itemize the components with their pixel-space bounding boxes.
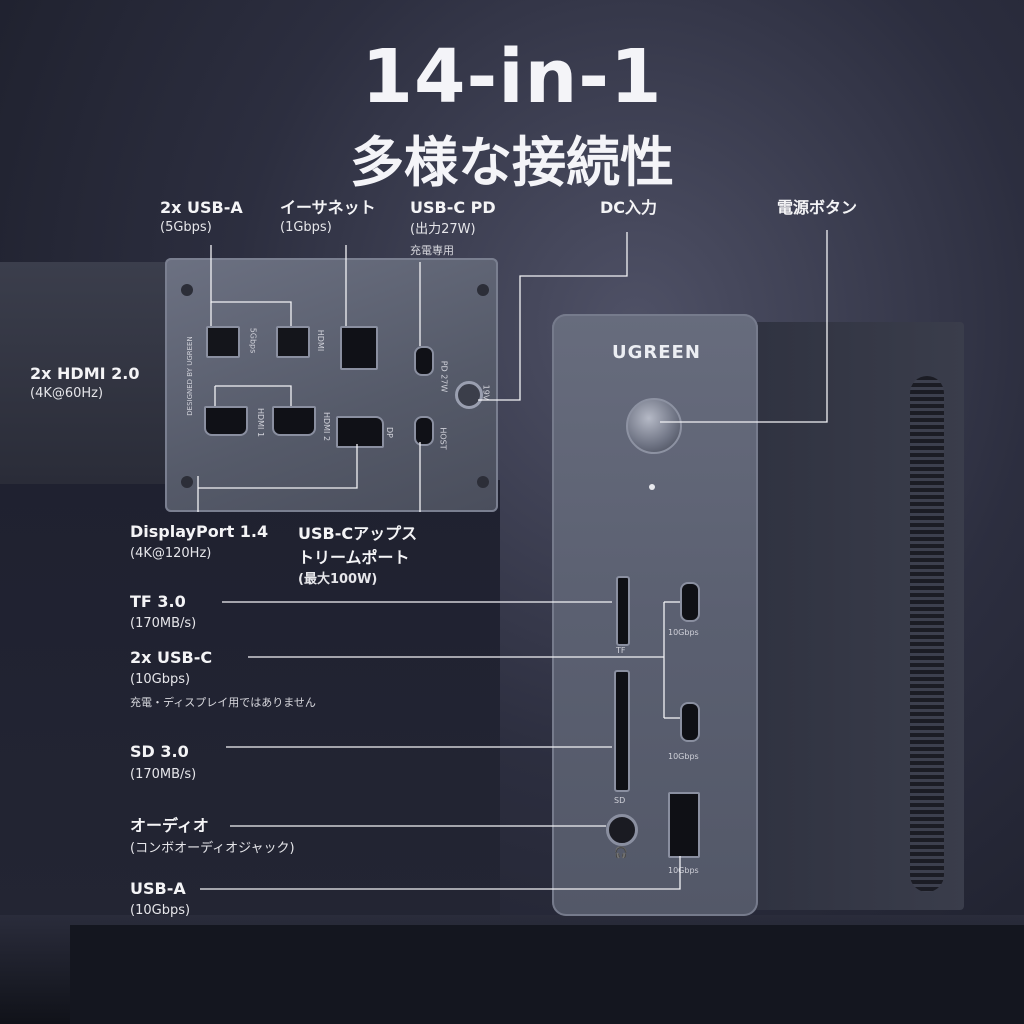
callout-usb-a-rear-title: 2x USB-A bbox=[160, 198, 243, 217]
callout-usbc-pd-sub: (出力27W) bbox=[410, 222, 476, 237]
callout-audio-sub: (コンボオーディオジャック) bbox=[130, 841, 295, 856]
tf-slot bbox=[616, 576, 630, 646]
rear-usb-a-port-1 bbox=[206, 326, 240, 358]
screw bbox=[181, 476, 193, 488]
brand-logo: UGREEN bbox=[612, 342, 701, 363]
callout-audio-title: オーディオ bbox=[130, 816, 209, 835]
callout-displayport-sub: (4K@120Hz) bbox=[130, 546, 212, 561]
rear-usb-a-port-2 bbox=[276, 326, 310, 358]
callout-sd-sub: (170MB/s) bbox=[130, 767, 197, 782]
rear-usb-c-host-port bbox=[414, 416, 434, 446]
rear-displayport bbox=[336, 416, 384, 448]
callout-usb-a-front-title: USB-A bbox=[130, 879, 186, 898]
callout-usb-a-front-sub: (10Gbps) bbox=[130, 903, 191, 918]
callout-usbc-upstream-sub: (最大100W) bbox=[298, 572, 378, 587]
audio-jack bbox=[606, 814, 638, 846]
floor-slab-top bbox=[70, 925, 1024, 1024]
sd-label: SD bbox=[614, 796, 626, 805]
rear-dock-body bbox=[0, 262, 170, 484]
rear-dc-jack bbox=[455, 381, 483, 409]
callout-usbc-front-note: 充電・ディスプレイ用ではありません bbox=[130, 696, 316, 709]
port-label-dc: 19V bbox=[481, 384, 491, 401]
headline-title: 14-in-1 bbox=[361, 34, 663, 120]
callout-displayport-title: DisplayPort 1.4 bbox=[130, 522, 269, 541]
port-label-host: HOST bbox=[438, 427, 448, 450]
front-usb-c-label-1: 10Gbps bbox=[668, 628, 699, 637]
front-dock-vent bbox=[910, 376, 944, 892]
port-label-pd: PD 27W bbox=[439, 360, 449, 393]
status-led bbox=[649, 484, 655, 490]
screw bbox=[477, 476, 489, 488]
callout-usbc-front-title: 2x USB-C bbox=[130, 648, 213, 667]
callout-tf-title: TF 3.0 bbox=[130, 592, 186, 611]
callout-sd-title: SD 3.0 bbox=[130, 742, 189, 761]
power-button bbox=[626, 398, 682, 454]
callout-tf-sub: (170MB/s) bbox=[130, 616, 197, 631]
callout-usbc-pd-note: 充電専用 bbox=[410, 244, 454, 257]
headline-subtitle: 多様な接続性 bbox=[350, 131, 674, 194]
callout-usbc-upstream-title-1: USB-Cアップス bbox=[298, 524, 418, 543]
sd-slot bbox=[614, 670, 630, 792]
rear-hdmi-port-1 bbox=[204, 406, 248, 436]
rear-hdmi-port-2 bbox=[272, 406, 316, 436]
screw bbox=[477, 284, 489, 296]
callout-usbc-upstream-title-2: トリームポート bbox=[298, 548, 410, 567]
front-usb-a-port bbox=[668, 792, 700, 858]
headphone-icon: 🎧 bbox=[614, 846, 628, 859]
callout-ethernet-title: イーサネット bbox=[280, 198, 376, 217]
front-usb-c-label-2: 10Gbps bbox=[668, 752, 699, 761]
port-label-hdmi: HDMI bbox=[316, 329, 326, 352]
front-usb-c-port-2 bbox=[680, 702, 700, 742]
callout-hdmi-sub: (4K@60Hz) bbox=[30, 386, 104, 401]
callout-ethernet-sub: (1Gbps) bbox=[280, 220, 332, 235]
port-label-hdmi2: HDMI 2 bbox=[322, 411, 332, 442]
front-usb-c-port-1 bbox=[680, 582, 700, 622]
front-usb-a-label: 10Gbps bbox=[668, 866, 699, 875]
callout-usb-a-rear-sub: (5Gbps) bbox=[160, 220, 212, 235]
port-label-hdmi1: HDMI 1 bbox=[256, 407, 266, 438]
screw bbox=[181, 284, 193, 296]
callout-power-title: 電源ボタン bbox=[777, 198, 858, 217]
pedestal-block bbox=[0, 480, 500, 920]
rear-panel-side-text: DESIGNED BY UGREEN bbox=[186, 336, 194, 416]
callout-usbc-front-sub: (10Gbps) bbox=[130, 672, 191, 687]
port-label-5gbps: 5Gbps bbox=[248, 327, 258, 354]
port-label-dp: DP bbox=[384, 427, 394, 438]
callout-usbc-pd-title: USB-C PD bbox=[410, 198, 496, 217]
rear-usb-c-pd-port bbox=[414, 346, 434, 376]
rear-ethernet-port bbox=[340, 326, 378, 370]
callout-dc-in-title: DC入力 bbox=[600, 198, 658, 217]
callout-hdmi-title: 2x HDMI 2.0 bbox=[30, 364, 140, 383]
tf-label: TF bbox=[616, 646, 626, 655]
